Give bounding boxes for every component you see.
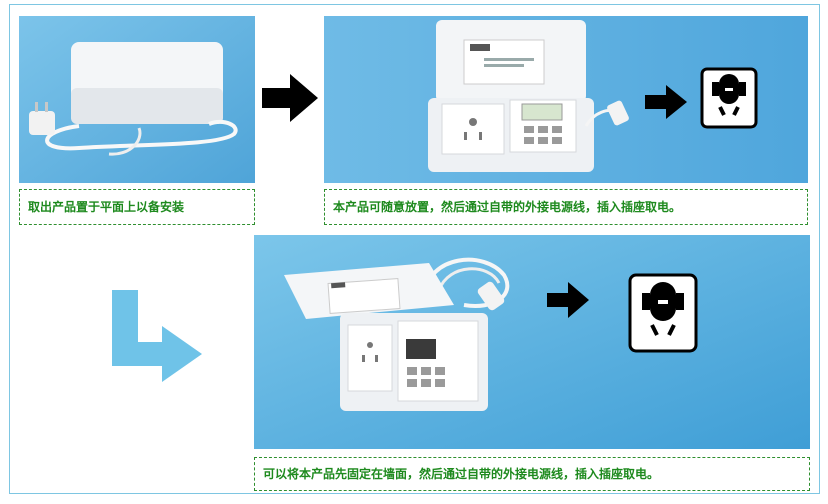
black-right-arrow-icon: [546, 281, 590, 319]
photo-product-wall-mounted: [254, 235, 810, 449]
caption-step-1: 取出产品置于平面上以备安装: [19, 189, 255, 225]
black-right-arrow-icon: [260, 72, 320, 124]
caption-step-3: 可以将本产品先固定在墙面，然后通过自带的外接电源线，插入插座取电。: [254, 457, 810, 491]
blue-down-right-arrow-icon: [112, 290, 204, 382]
wall-socket-icon: [628, 273, 698, 353]
wall-socket-icon: [700, 67, 758, 129]
photo-product-on-table: [19, 16, 255, 183]
page-frame: [9, 4, 820, 494]
caption-step-2: 本产品可随意放置，然后通过自带的外接电源线，插入插座取电。: [324, 189, 808, 225]
black-right-arrow-icon: [644, 84, 688, 120]
